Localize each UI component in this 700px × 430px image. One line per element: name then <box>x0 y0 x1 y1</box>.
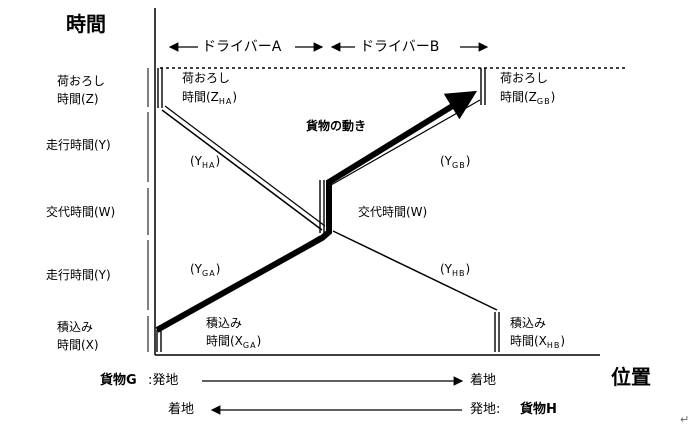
label-y-ha: (YHA) <box>190 154 221 170</box>
label-y-hb: (YHB) <box>440 262 471 278</box>
cargo-g-from: :発地 <box>148 373 179 388</box>
driver-b-label: ドライバーB <box>360 39 440 55</box>
y-axis-title: 時間 <box>66 12 106 36</box>
driver-a-label: ドライバーA <box>202 39 282 55</box>
left-label-unload-1: 荷おろし <box>57 74 106 88</box>
cargo-h-from: 発地: <box>470 402 501 417</box>
load-b-line2: 時間(XHB) <box>510 334 566 350</box>
exchange-center-label: 交代時間(W) <box>358 205 428 219</box>
cargo-movement-path <box>155 90 478 333</box>
load-a-line2: 時間(XGA) <box>206 334 262 350</box>
left-label-travel-bottom: 走行時間(Y) <box>46 268 111 282</box>
unload-a-line1: 荷おろし <box>182 71 231 85</box>
label-y-gb: (YGB) <box>440 154 471 170</box>
travel-line-hb <box>332 230 498 311</box>
left-label-exchange: 交代時間(W) <box>46 205 116 219</box>
x-axis-title: 位置 <box>611 365 651 389</box>
return-mark: ↵ <box>680 413 690 426</box>
cargo-h-label: 貨物H <box>520 402 557 417</box>
unload-b-line1: 荷おろし <box>500 71 549 85</box>
left-label-travel-top: 走行時間(Y) <box>46 138 111 152</box>
unload-a-line2: 時間(ZHA) <box>182 90 238 106</box>
cargo-g-to: 着地 <box>470 373 497 388</box>
left-label-load-2: 時間(X) <box>57 338 99 352</box>
travel-line-gb-thin <box>330 99 481 186</box>
cargo-g-label: 貨物G <box>100 373 137 388</box>
left-label-load-1: 積込み <box>57 320 94 334</box>
travel-line-ha-2 <box>164 105 326 227</box>
cargo-movement-label: 貨物の動き <box>306 119 367 133</box>
load-b-line1: 積込み <box>510 316 547 330</box>
unload-b-line2: 時間(ZGB) <box>500 90 556 106</box>
label-y-ga: (YGA) <box>190 262 221 278</box>
cargo-h-to: 着地 <box>168 402 195 417</box>
travel-line-ha <box>161 109 323 231</box>
load-a-line1: 積込み <box>206 316 243 330</box>
left-label-unload-2: 時間(Z) <box>57 92 99 106</box>
